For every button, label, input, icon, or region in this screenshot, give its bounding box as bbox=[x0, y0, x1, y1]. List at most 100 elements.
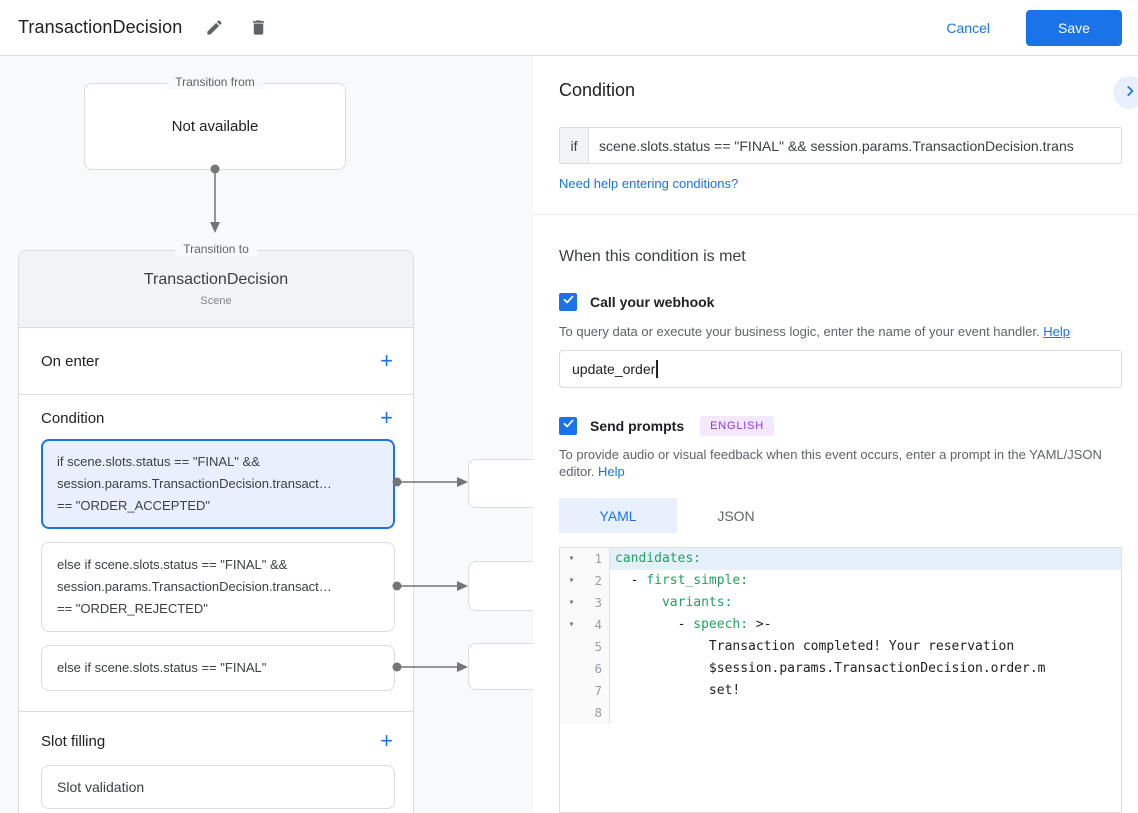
if-prefix: if bbox=[560, 128, 589, 163]
editor-line: ▾4 - speech: >- bbox=[560, 614, 1121, 636]
panel-title: Condition bbox=[559, 80, 636, 100]
condition-expression-input[interactable]: scene.slots.status == "FINAL" && session… bbox=[599, 137, 1074, 154]
fold-gutter bbox=[560, 680, 583, 702]
condition-section-label: Condition bbox=[41, 409, 105, 427]
code-line-content: variants: bbox=[661, 595, 733, 610]
transition-to-label: Transition to bbox=[175, 242, 257, 256]
webhook-handler-input[interactable]: update_order bbox=[559, 350, 1122, 388]
fold-arrow-icon[interactable]: ▾ bbox=[560, 570, 583, 592]
call-webhook-checkbox[interactable] bbox=[559, 293, 577, 311]
transition-target-node[interactable] bbox=[468, 561, 533, 611]
fold-gutter bbox=[560, 702, 583, 724]
condition-item-line: session.params.TransactionDecision.trans… bbox=[57, 579, 332, 594]
fold-arrow-icon[interactable]: ▾ bbox=[560, 614, 583, 636]
scene-name: TransactionDecision bbox=[143, 271, 289, 288]
transition-from-content: Not available bbox=[171, 118, 259, 135]
line-number: 8 bbox=[583, 702, 610, 724]
line-number: 4 bbox=[583, 614, 610, 636]
code-line-content: set! bbox=[615, 683, 741, 698]
condition-item-line: else if scene.slots.status == "FINAL" && bbox=[57, 557, 288, 572]
top-bar: TransactionDecision Cancel Save bbox=[0, 0, 1138, 56]
pencil-icon bbox=[205, 18, 224, 37]
edit-button[interactable] bbox=[202, 16, 226, 40]
transition-from-label: Transition from bbox=[167, 75, 263, 89]
condition-expression-group: if scene.slots.status == "FINAL" && sess… bbox=[559, 127, 1122, 164]
tab-yaml[interactable]: YAML bbox=[559, 498, 677, 533]
prompts-description: To provide audio or visual feedback when… bbox=[559, 446, 1124, 480]
save-button[interactable]: Save bbox=[1026, 9, 1122, 46]
scene-card-header: TransactionDecision Scene bbox=[19, 251, 413, 328]
line-number: 3 bbox=[583, 592, 610, 614]
line-number: 6 bbox=[583, 658, 610, 680]
code-line-content: - speech: >- bbox=[615, 617, 772, 632]
plus-icon: + bbox=[380, 348, 393, 373]
panel-divider bbox=[533, 214, 1138, 215]
add-slot-button[interactable]: + bbox=[374, 728, 399, 754]
prompts-description-text: To provide audio or visual feedback when… bbox=[559, 447, 1102, 479]
checkmark-icon bbox=[562, 417, 575, 435]
code-line-content: Transaction completed! Your reservation bbox=[615, 639, 1015, 654]
condition-item-line: == "ORDER_REJECTED" bbox=[57, 601, 208, 616]
editor-line: 5 Transaction completed! Your reservatio… bbox=[560, 636, 1121, 658]
editor-line: 6 $session.params.TransactionDecision.or… bbox=[560, 658, 1121, 680]
code-line-content: candidates: bbox=[610, 548, 1121, 570]
call-webhook-label: Call your webhook bbox=[590, 294, 715, 310]
plus-icon: + bbox=[380, 728, 393, 753]
webhook-help-link[interactable]: Help bbox=[1043, 324, 1070, 339]
code-line-content bbox=[610, 702, 1121, 724]
fold-gutter bbox=[560, 636, 583, 658]
condition-item-line: == "ORDER_ACCEPTED" bbox=[57, 498, 210, 513]
send-prompts-checkbox[interactable] bbox=[559, 417, 577, 435]
send-prompts-label: Send prompts bbox=[590, 418, 685, 434]
prompts-help-link[interactable]: Help bbox=[598, 464, 625, 479]
editor-format-tabs: YAML JSON bbox=[559, 498, 795, 533]
flow-canvas: Transition from Not available Transition… bbox=[0, 56, 533, 813]
when-met-title: When this condition is met bbox=[559, 248, 746, 265]
fold-arrow-icon[interactable]: ▾ bbox=[560, 548, 583, 570]
code-line-content: - first_simple: bbox=[615, 573, 749, 588]
condition-item[interactable]: else if scene.slots.status == "FINAL" bbox=[41, 645, 395, 691]
send-prompts-row: Send prompts ENGLISH bbox=[559, 416, 775, 436]
delete-button[interactable] bbox=[246, 16, 270, 40]
slot-filling-label: Slot filling bbox=[41, 732, 106, 750]
slot-filling-section: Slot filling + Slot validation bbox=[19, 712, 413, 809]
call-webhook-row: Call your webhook bbox=[559, 293, 714, 311]
add-condition-button[interactable]: + bbox=[374, 405, 399, 431]
checkmark-icon bbox=[562, 293, 575, 311]
transition-from-node[interactable]: Transition from Not available bbox=[84, 75, 346, 170]
condition-item-line: session.params.TransactionDecision.trans… bbox=[57, 476, 332, 491]
page-title: TransactionDecision bbox=[18, 17, 183, 37]
collapse-panel-button[interactable] bbox=[1113, 76, 1138, 109]
condition-editor-panel: Condition if scene.slots.status == "FINA… bbox=[533, 56, 1138, 813]
trash-icon bbox=[249, 18, 268, 37]
editor-line: 8 bbox=[560, 702, 1121, 724]
webhook-description-text: To query data or execute your business l… bbox=[559, 324, 1040, 339]
conditions-help-link[interactable]: Need help entering conditions? bbox=[559, 176, 739, 191]
condition-section: Condition + if scene.slots.status == "FI… bbox=[19, 395, 413, 712]
editor-line: ▾2 - first_simple: bbox=[560, 570, 1121, 592]
cancel-button[interactable]: Cancel bbox=[946, 19, 990, 36]
transition-target-node[interactable] bbox=[468, 643, 533, 690]
condition-list: if scene.slots.status == "FINAL" &&sessi… bbox=[19, 439, 413, 691]
editor-line: 7 set! bbox=[560, 680, 1121, 702]
scene-type: Scene bbox=[200, 295, 232, 307]
chevron-right-icon bbox=[1123, 84, 1137, 101]
line-number: 5 bbox=[583, 636, 610, 658]
tab-json[interactable]: JSON bbox=[717, 507, 755, 524]
transition-target-node[interactable] bbox=[468, 459, 533, 508]
editor-line: ▾3 variants: bbox=[560, 592, 1121, 614]
line-number: 1 bbox=[583, 548, 610, 570]
condition-item[interactable]: else if scene.slots.status == "FINAL" &&… bbox=[41, 542, 395, 632]
code-line-content: $session.params.TransactionDecision.orde… bbox=[615, 661, 1046, 676]
add-on-enter-button[interactable]: + bbox=[374, 348, 399, 374]
webhook-handler-value: update_order bbox=[572, 361, 656, 377]
line-number: 7 bbox=[583, 680, 610, 702]
slot-validation-item[interactable]: Slot validation bbox=[41, 765, 395, 809]
fold-arrow-icon[interactable]: ▾ bbox=[560, 592, 583, 614]
line-number: 2 bbox=[583, 570, 610, 592]
condition-item[interactable]: if scene.slots.status == "FINAL" &&sessi… bbox=[41, 439, 395, 529]
scene-card: Transition to TransactionDecision Scene … bbox=[18, 242, 414, 813]
plus-icon: + bbox=[380, 405, 393, 430]
